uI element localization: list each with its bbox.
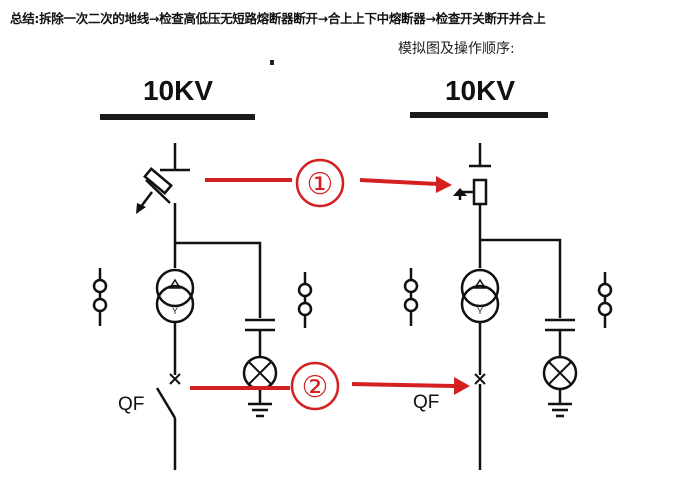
step-2-arrow-line [351, 382, 456, 388]
left-circuit: 10KV [92, 75, 313, 470]
left-breaker-label: QF [118, 394, 144, 415]
subtitle-text: 模拟图及操作顺序: [398, 41, 515, 57]
svg-text:Y: Y [477, 306, 483, 316]
right-breaker-label: QF [413, 392, 439, 413]
right-closed-fuse-icon [453, 178, 488, 206]
right-side-fuse-2-icon [597, 272, 613, 328]
right-branch-wire [480, 238, 562, 318]
left-ground-icon [248, 402, 272, 418]
step-2-label: ② [302, 370, 329, 405]
step-2-indicator: ② [190, 361, 470, 411]
right-transformer-icon: Y [460, 268, 500, 324]
svg-text:Y: Y [172, 306, 178, 316]
right-lamp-icon [542, 355, 578, 391]
step-2-circle [290, 361, 340, 411]
right-voltage-label: 10KV [445, 75, 515, 106]
step-2-arrowhead [454, 377, 470, 395]
step-1-arrow-line [359, 178, 439, 186]
left-side-fuse-2-icon [297, 272, 313, 328]
step-1-label: ① [307, 167, 334, 202]
left-lamp-icon [242, 355, 278, 391]
right-breaker-icon [474, 373, 486, 418]
summary-text: 总结:拆除一次二次的地线→检查高低压无短路熔断器断开→合上上下中熔断器→检查开关… [10, 11, 546, 26]
right-circuit: 10KV [403, 75, 613, 470]
step-1-arrowhead [436, 176, 452, 193]
left-voltage-label: 10KV [143, 75, 213, 106]
left-dropout-fuse-icon [136, 167, 173, 214]
left-branch-wire [175, 241, 262, 318]
left-breaker-icon [155, 373, 181, 419]
left-side-fuse-icon [92, 268, 108, 326]
left-transformer-icon: Y [155, 268, 195, 324]
marker-dot [270, 60, 274, 65]
right-side-fuse-icon [403, 268, 419, 326]
step-1-indicator: ① [205, 158, 452, 208]
right-ground-icon [548, 402, 572, 418]
step-1-circle [295, 158, 345, 208]
